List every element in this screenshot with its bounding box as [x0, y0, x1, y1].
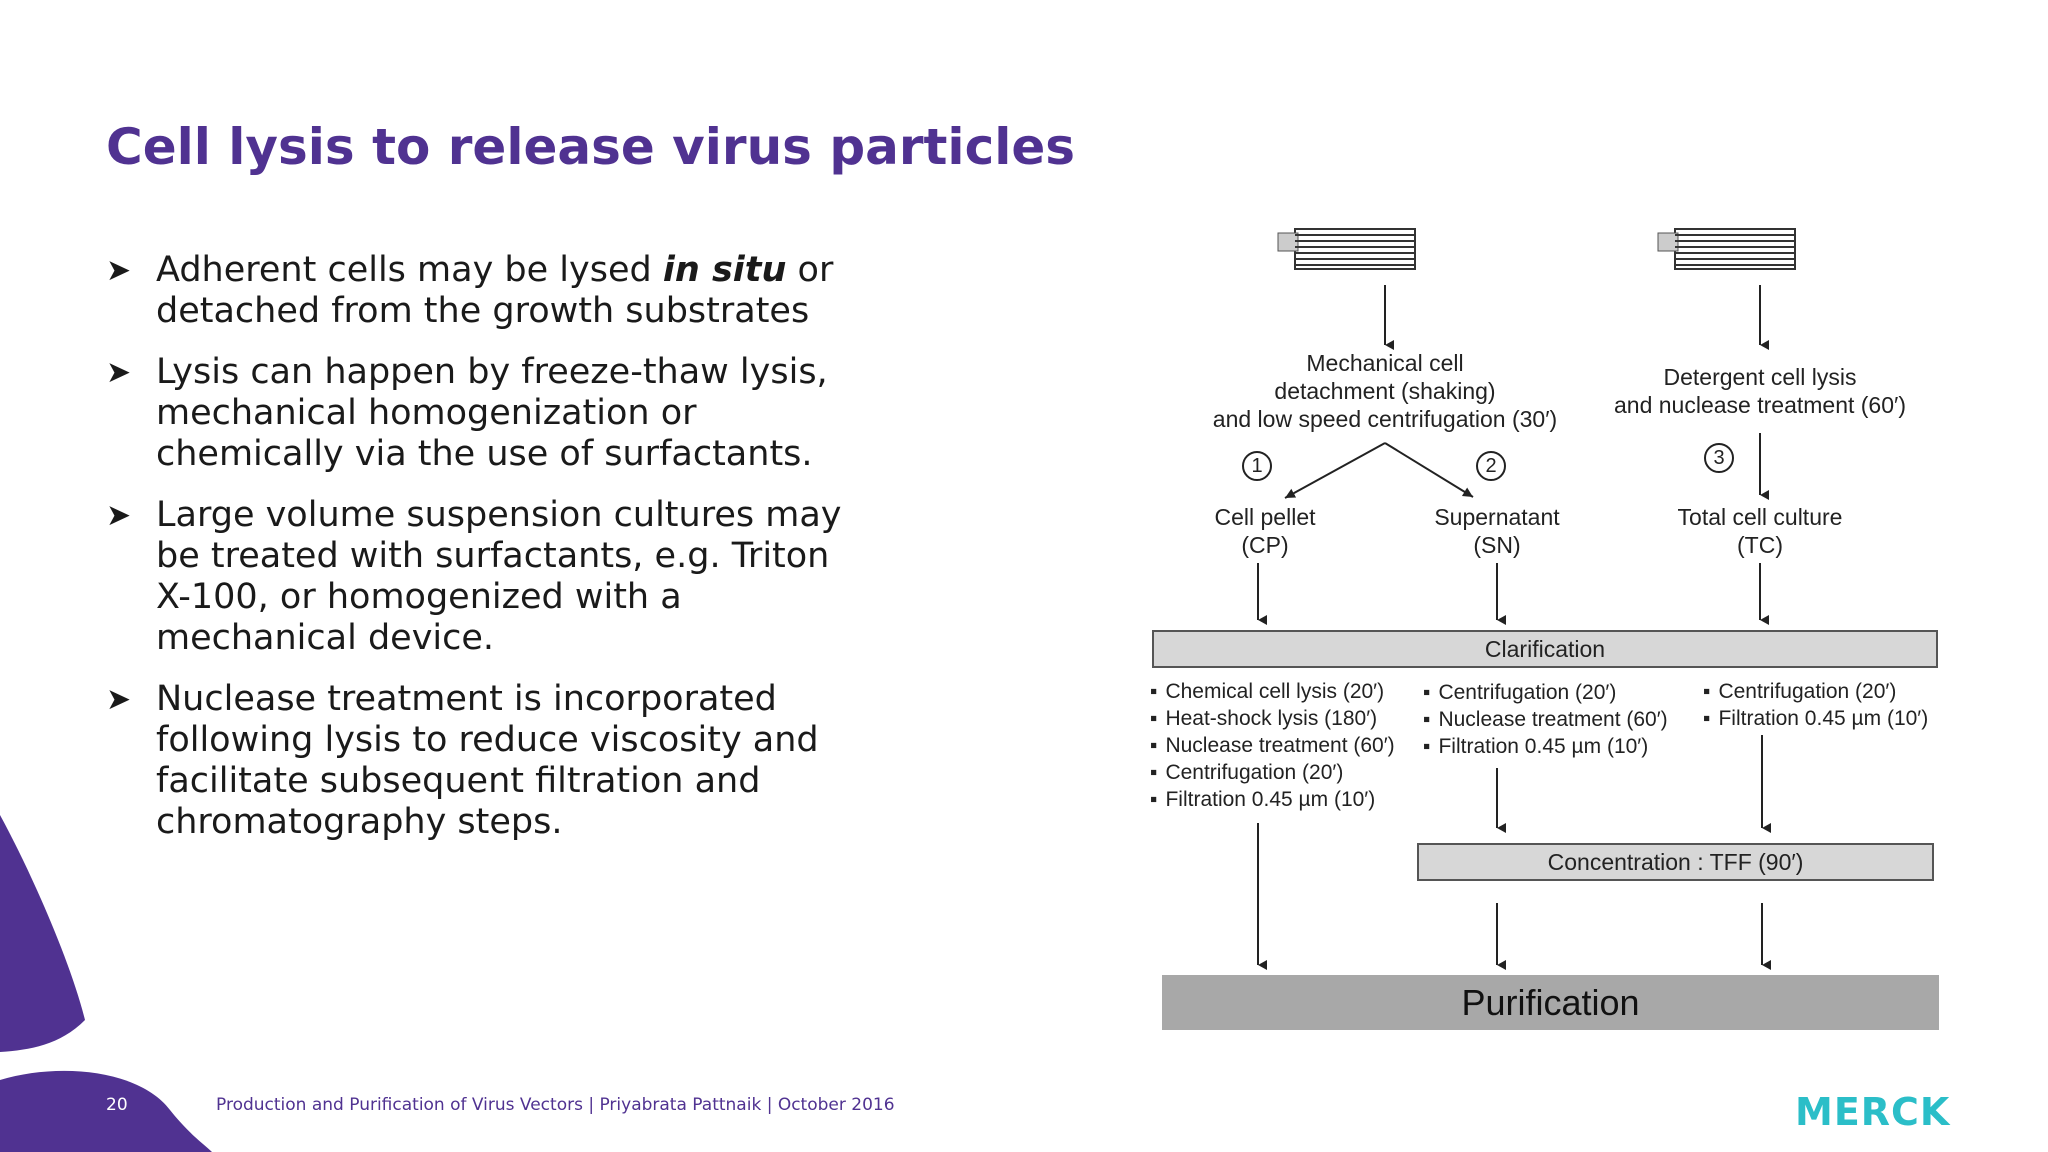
step-mechanical-detachment: Mechanical cell detachment (shaking) and… — [1200, 349, 1570, 433]
bullet-item: ➤ Lysis can happen by freeze-thaw lysis,… — [106, 352, 866, 475]
label-total-cell-culture: Total cell culture (TC) — [1660, 503, 1860, 559]
bullet-item: ➤ Large volume suspension cultures may b… — [106, 495, 866, 659]
clarification-box: Clarification — [1152, 630, 1938, 668]
bullet-text: Nuclease treatment is incorporated follo… — [156, 679, 819, 842]
label-line: Total cell culture — [1677, 504, 1843, 530]
bullet-item: ➤ Nuclease treatment is incorporated fol… — [106, 679, 866, 843]
arrow-bullet-icon: ➤ — [106, 498, 132, 533]
step-line: and low speed centrifugation (30′) — [1212, 406, 1558, 432]
list-item: Centrifugation (20′) — [1150, 759, 1395, 786]
step-number-3: 3 — [1704, 443, 1734, 473]
list-item: Nuclease treatment (60′) — [1150, 732, 1394, 759]
bullet-text: Large volume suspension cultures may be … — [156, 495, 842, 658]
slide-title: Cell lysis to release virus particles — [106, 118, 1076, 176]
bullet-list: ➤ Adherent cells may be lysed in situ or… — [106, 250, 866, 863]
label-line: (CP) — [1241, 532, 1289, 558]
arrow-bullet-icon: ➤ — [106, 355, 132, 390]
culture-vessel-icon — [1657, 228, 1796, 270]
list-tc-steps: Centrifugation (20′) Filtration 0.45 µm … — [1703, 678, 1928, 732]
concentration-box: Concentration : TFF (90′) — [1417, 843, 1934, 881]
footer-text: Production and Purification of Virus Vec… — [216, 1095, 895, 1115]
list-sn-steps: Centrifugation (20′) Nuclease treatment … — [1423, 679, 1668, 760]
arrow-bullet-icon: ➤ — [106, 682, 132, 717]
bullet-text: or detached from the growth substrates — [156, 250, 834, 331]
step-line: Detergent cell lysis — [1663, 364, 1857, 390]
list-item: Filtration 0.45 µm (10′) — [1703, 705, 1928, 732]
label-line: Cell pellet — [1214, 504, 1316, 530]
label-cell-pellet: Cell pellet (CP) — [1180, 503, 1350, 559]
step-number-1: 1 — [1242, 451, 1272, 481]
diagram-arrows — [1257, 228, 1796, 970]
merck-logo: MERCK — [1795, 1090, 1951, 1134]
step-number-2: 2 — [1476, 451, 1506, 481]
list-item: Nuclease treatment (60′) — [1423, 706, 1667, 733]
label-line: (TC) — [1737, 532, 1783, 558]
culture-vessel-icon — [1277, 228, 1416, 270]
list-item: Centrifugation (20′) — [1423, 679, 1668, 706]
bullet-text: Adherent cells may be lysed — [156, 250, 663, 290]
arrow-bullet-icon: ➤ — [106, 253, 132, 288]
list-item: Heat-shock lysis (180′) — [1150, 705, 1395, 732]
step-line: and nuclease treatment (60′) — [1614, 392, 1906, 418]
bullet-text: Lysis can happen by freeze-thaw lysis, m… — [156, 352, 828, 474]
bullet-emphasis: in situ — [662, 250, 787, 290]
list-item: Filtration 0.45 µm (10′) — [1423, 733, 1668, 760]
page-number: 20 — [106, 1095, 128, 1115]
step-detergent-lysis: Detergent cell lysis and nuclease treatm… — [1590, 363, 1930, 419]
purification-box: Purification — [1162, 975, 1939, 1030]
list-item: Centrifugation (20′) — [1703, 678, 1928, 705]
step-line: Mechanical cell — [1306, 350, 1464, 376]
step-line: detachment (shaking) — [1274, 378, 1496, 404]
label-supernatant: Supernatant (SN) — [1412, 503, 1582, 559]
label-line: (SN) — [1473, 532, 1521, 558]
bullet-item: ➤ Adherent cells may be lysed in situ or… — [106, 250, 866, 332]
list-item: Filtration 0.45 µm (10′) — [1150, 786, 1395, 813]
label-line: Supernatant — [1434, 504, 1560, 530]
list-cp-steps: Chemical cell lysis (20′) Heat-shock lys… — [1150, 678, 1395, 813]
list-item: Chemical cell lysis (20′) — [1150, 678, 1395, 705]
